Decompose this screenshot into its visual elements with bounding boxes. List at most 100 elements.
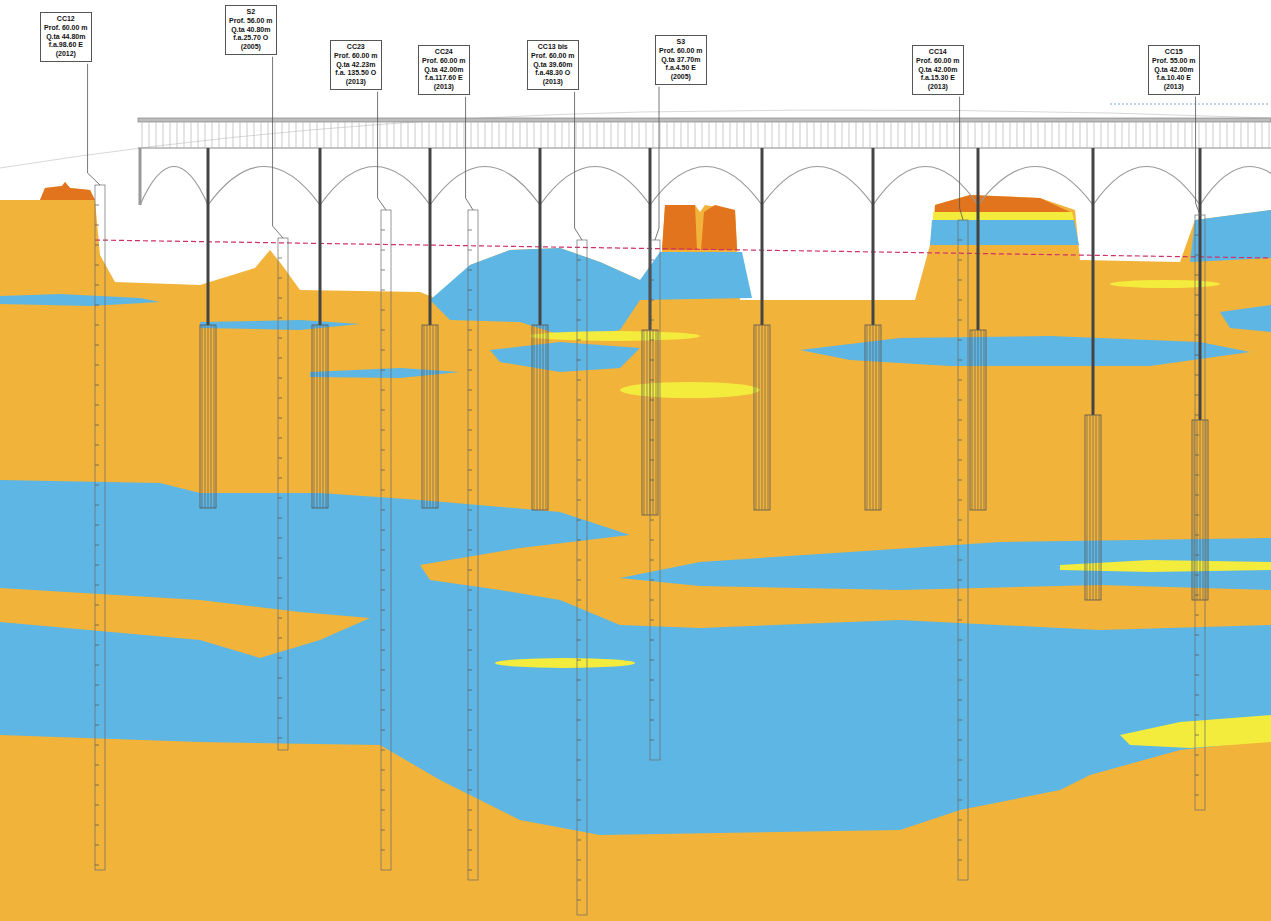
depth-tick	[1195, 375, 1199, 376]
baluster	[1164, 122, 1165, 148]
baluster	[989, 122, 990, 148]
baluster	[1115, 122, 1116, 148]
baluster	[345, 122, 346, 148]
baluster	[1024, 122, 1025, 148]
baluster	[366, 122, 367, 148]
baluster	[436, 122, 437, 148]
arch	[540, 167, 650, 206]
baluster	[478, 122, 479, 148]
depth-tick	[381, 230, 385, 231]
depth-tick	[95, 685, 99, 686]
depth-tick	[95, 345, 99, 346]
baluster	[779, 122, 780, 148]
depth-tick	[650, 320, 654, 321]
baluster	[688, 122, 689, 148]
depth-tick	[958, 680, 962, 681]
depth-tick	[958, 800, 962, 801]
sand-lens	[1120, 715, 1271, 748]
baluster	[282, 122, 283, 148]
depth-tick	[95, 725, 99, 726]
label-text: (2013)	[1152, 83, 1196, 92]
fill-deposit	[701, 205, 737, 250]
depth-tick	[95, 765, 99, 766]
baluster	[1031, 122, 1032, 148]
depth-tick	[468, 770, 472, 771]
depth-tick	[381, 590, 385, 591]
baluster	[443, 122, 444, 148]
baluster	[1017, 122, 1018, 148]
depth-tick	[1195, 655, 1199, 656]
baluster	[198, 122, 199, 148]
depth-tick	[1195, 355, 1199, 356]
depth-tick	[468, 390, 472, 391]
label-text: CC23	[334, 43, 378, 52]
depth-tick	[95, 265, 99, 266]
depth-tick	[1195, 235, 1199, 236]
depth-tick	[95, 605, 99, 606]
baluster	[856, 122, 857, 148]
depth-tick	[577, 360, 581, 361]
label-text: f.a.48.30 O	[531, 69, 575, 78]
pile-hatch	[762, 325, 763, 510]
pier	[207, 148, 210, 325]
baluster	[1227, 122, 1228, 148]
depth-tick	[95, 785, 99, 786]
pile-hatch	[320, 325, 321, 508]
depth-tick	[468, 450, 472, 451]
label-text: Q.ta 40.80m	[229, 26, 273, 35]
baluster	[1220, 122, 1221, 148]
pile	[422, 325, 438, 508]
depth-tick	[650, 620, 654, 621]
depth-tick	[1195, 615, 1199, 616]
label-text: CC15	[1152, 48, 1196, 57]
clay-lens	[800, 336, 1250, 366]
depth-tick	[95, 625, 99, 626]
depth-tick	[468, 830, 472, 831]
pile-hatch	[202, 325, 203, 508]
depth-tick	[278, 498, 282, 499]
baluster	[1052, 122, 1053, 148]
depth-tick	[468, 810, 472, 811]
depth-tick	[577, 480, 581, 481]
depth-tick	[1195, 435, 1199, 436]
baluster	[471, 122, 472, 148]
depth-tick	[95, 205, 99, 206]
label-text: (2013)	[422, 83, 466, 92]
depth-tick	[650, 340, 654, 341]
depth-tick	[381, 630, 385, 631]
depth-tick	[1195, 335, 1199, 336]
arch	[978, 167, 1093, 206]
baluster	[968, 122, 969, 148]
baluster	[716, 122, 717, 148]
depth-tick	[468, 850, 472, 851]
baluster	[296, 122, 297, 148]
baluster	[940, 122, 941, 148]
baluster	[737, 122, 738, 148]
depth-tick	[95, 585, 99, 586]
pile-hatch	[978, 330, 979, 510]
depth-tick	[650, 500, 654, 501]
depth-tick	[95, 225, 99, 226]
pier	[319, 148, 322, 325]
baluster	[1059, 122, 1060, 148]
depth-tick	[577, 260, 581, 261]
depth-tick	[381, 670, 385, 671]
baluster	[240, 122, 241, 148]
depth-tick	[1195, 775, 1199, 776]
baluster	[849, 122, 850, 148]
depth-tick	[1195, 395, 1199, 396]
baluster	[870, 122, 871, 148]
sand-lens	[933, 212, 1074, 220]
depth-tick	[468, 230, 472, 231]
depth-tick	[278, 698, 282, 699]
depth-tick	[381, 390, 385, 391]
depth-tick	[577, 800, 581, 801]
arch	[208, 167, 320, 206]
pile-hatch	[981, 330, 982, 510]
baluster	[1241, 122, 1242, 148]
borehole-log	[577, 240, 587, 915]
borehole-label: CC14Prof. 60.00 mQ.ta 42.00mf.a.15.30 E(…	[912, 45, 964, 95]
clay-layer	[620, 538, 1271, 590]
depth-tick	[958, 240, 962, 241]
